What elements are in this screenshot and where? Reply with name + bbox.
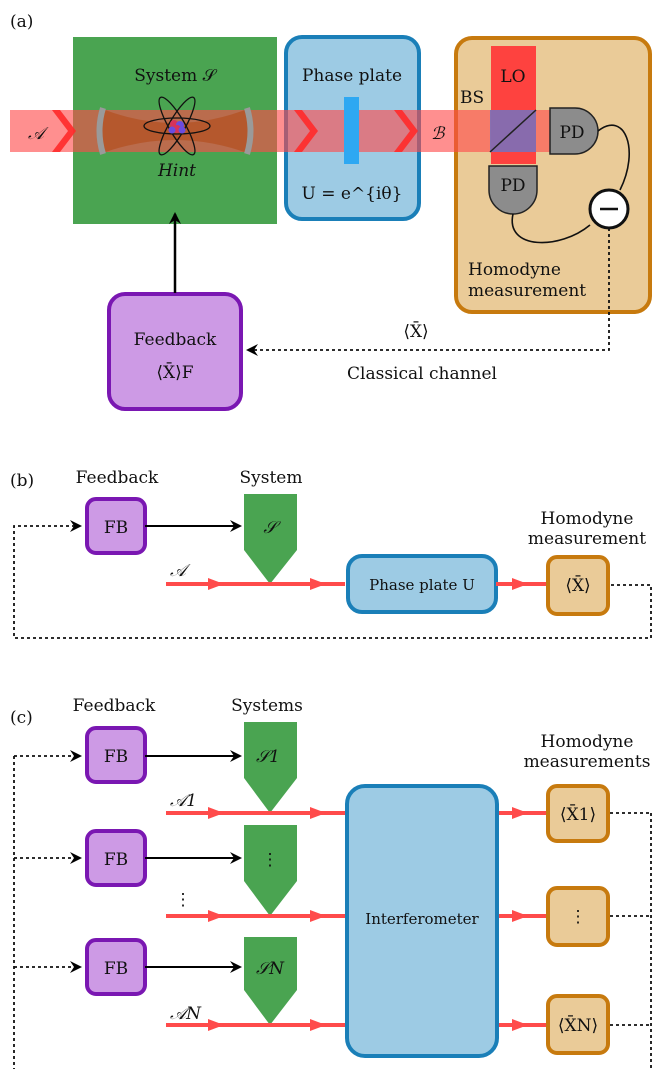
- bs-label: BS: [460, 88, 484, 108]
- measurement-value-1: ⟨X̄1⟩: [560, 803, 596, 825]
- system-pentagon-3: [244, 937, 297, 1025]
- homodyne-label-b-1: Homodyne: [541, 509, 634, 529]
- pd2-label: PD: [500, 176, 525, 196]
- feedback-equation: ⟨X̄⟩F: [156, 361, 193, 383]
- fb-box-1-label: FB: [104, 747, 128, 767]
- phase-plate-title: Phase plate: [302, 66, 402, 86]
- input-label-1: 𝒜1: [170, 791, 197, 811]
- atom-icon: [143, 96, 211, 156]
- beam-splitter-diagonal: [489, 109, 537, 153]
- homodyne-label-line2: measurement: [468, 281, 586, 301]
- measurement-box-2: [546, 886, 610, 947]
- system-symbol-2: ⋮: [262, 850, 279, 870]
- interferometer-label: Interferometer: [365, 910, 479, 928]
- measurement-box-3: [546, 994, 610, 1055]
- feedback-title: Feedback: [134, 330, 217, 350]
- pd1-wire: [597, 124, 630, 191]
- phase-plate-element: [344, 97, 359, 164]
- hamiltonian-label: Hint: [157, 161, 196, 181]
- pd1-label: PD: [559, 123, 584, 143]
- system-pentagon-1: [244, 722, 297, 813]
- fb-box-3-label: FB: [104, 959, 128, 979]
- phase-plate-label-b: Phase plate U: [369, 576, 475, 594]
- output-label-b: ℬ: [431, 124, 446, 144]
- panel-b-tag: (b): [10, 471, 34, 491]
- input-label-3: 𝒜N: [170, 1004, 202, 1024]
- photodetector-1: [549, 107, 599, 155]
- feedback-label-b: Feedback: [76, 468, 159, 488]
- pd2-wire: [511, 213, 591, 244]
- row-3: FB 𝒮N 𝒜N ⟨X̄N⟩: [14, 937, 651, 1055]
- system-symbol-3: 𝒮N: [256, 959, 285, 979]
- measurement-box-b: [546, 555, 610, 616]
- system-label-b: System: [240, 468, 303, 488]
- system-title: System 𝒮: [134, 66, 217, 86]
- beam-b-chevron-3: [512, 578, 528, 590]
- fb-box-2-label: FB: [104, 850, 128, 870]
- lo-label: LO: [500, 67, 525, 87]
- system-pentagon-b: [244, 494, 297, 584]
- measurement-value-b: ⟨X̄⟩: [565, 574, 590, 596]
- homodyne-label-c-1: Homodyne: [541, 732, 634, 752]
- panel-a-tag: (a): [10, 12, 33, 32]
- right-mirror: [244, 107, 254, 155]
- beam-b-chevron-2: [310, 578, 326, 590]
- feedback-loop-b: [13, 520, 652, 639]
- channel-value: ⟨X̄⟩: [403, 320, 428, 342]
- interferometer-box: [345, 784, 499, 1058]
- beam-chevrons: [52, 110, 418, 152]
- beam-b-chevron-1: [208, 578, 224, 590]
- row-1: FB 𝒮1 𝒜1 ⟨X̄1⟩: [14, 722, 651, 843]
- photodetector-2: [488, 165, 538, 215]
- system-pentagon-2: [244, 825, 297, 916]
- input-label-2: ⋮: [175, 890, 192, 910]
- input-label-b: 𝒜: [170, 561, 191, 581]
- fb-box-b-label: FB: [104, 518, 128, 538]
- homodyne-label-b-2: measurement: [528, 529, 646, 549]
- classical-channel-line: [246, 228, 610, 356]
- panel-c-tag: (c): [10, 708, 33, 728]
- homodyne-label-line1: Homodyne: [468, 260, 561, 280]
- left-mirror: [96, 107, 106, 155]
- measurement-box-1: [546, 784, 610, 843]
- feedback-label-c: Feedback: [73, 696, 156, 716]
- measurement-value-3: ⟨X̄N⟩: [558, 1014, 598, 1036]
- measurement-value-2: ⋮: [570, 907, 587, 927]
- phase-plate-equation: U = e^{iθ}: [302, 184, 403, 204]
- systems-label-c: Systems: [231, 696, 303, 716]
- system-symbol-1: 𝒮1: [256, 747, 280, 767]
- row-2: FB ⋮ ⋮ ⋮: [14, 825, 651, 947]
- input-label-a: 𝒜: [28, 124, 49, 144]
- feedback-box: [107, 292, 243, 411]
- channel-label: Classical channel: [347, 364, 497, 384]
- homodyne-label-c-2: measurements: [524, 752, 651, 772]
- main-beam: [10, 110, 550, 152]
